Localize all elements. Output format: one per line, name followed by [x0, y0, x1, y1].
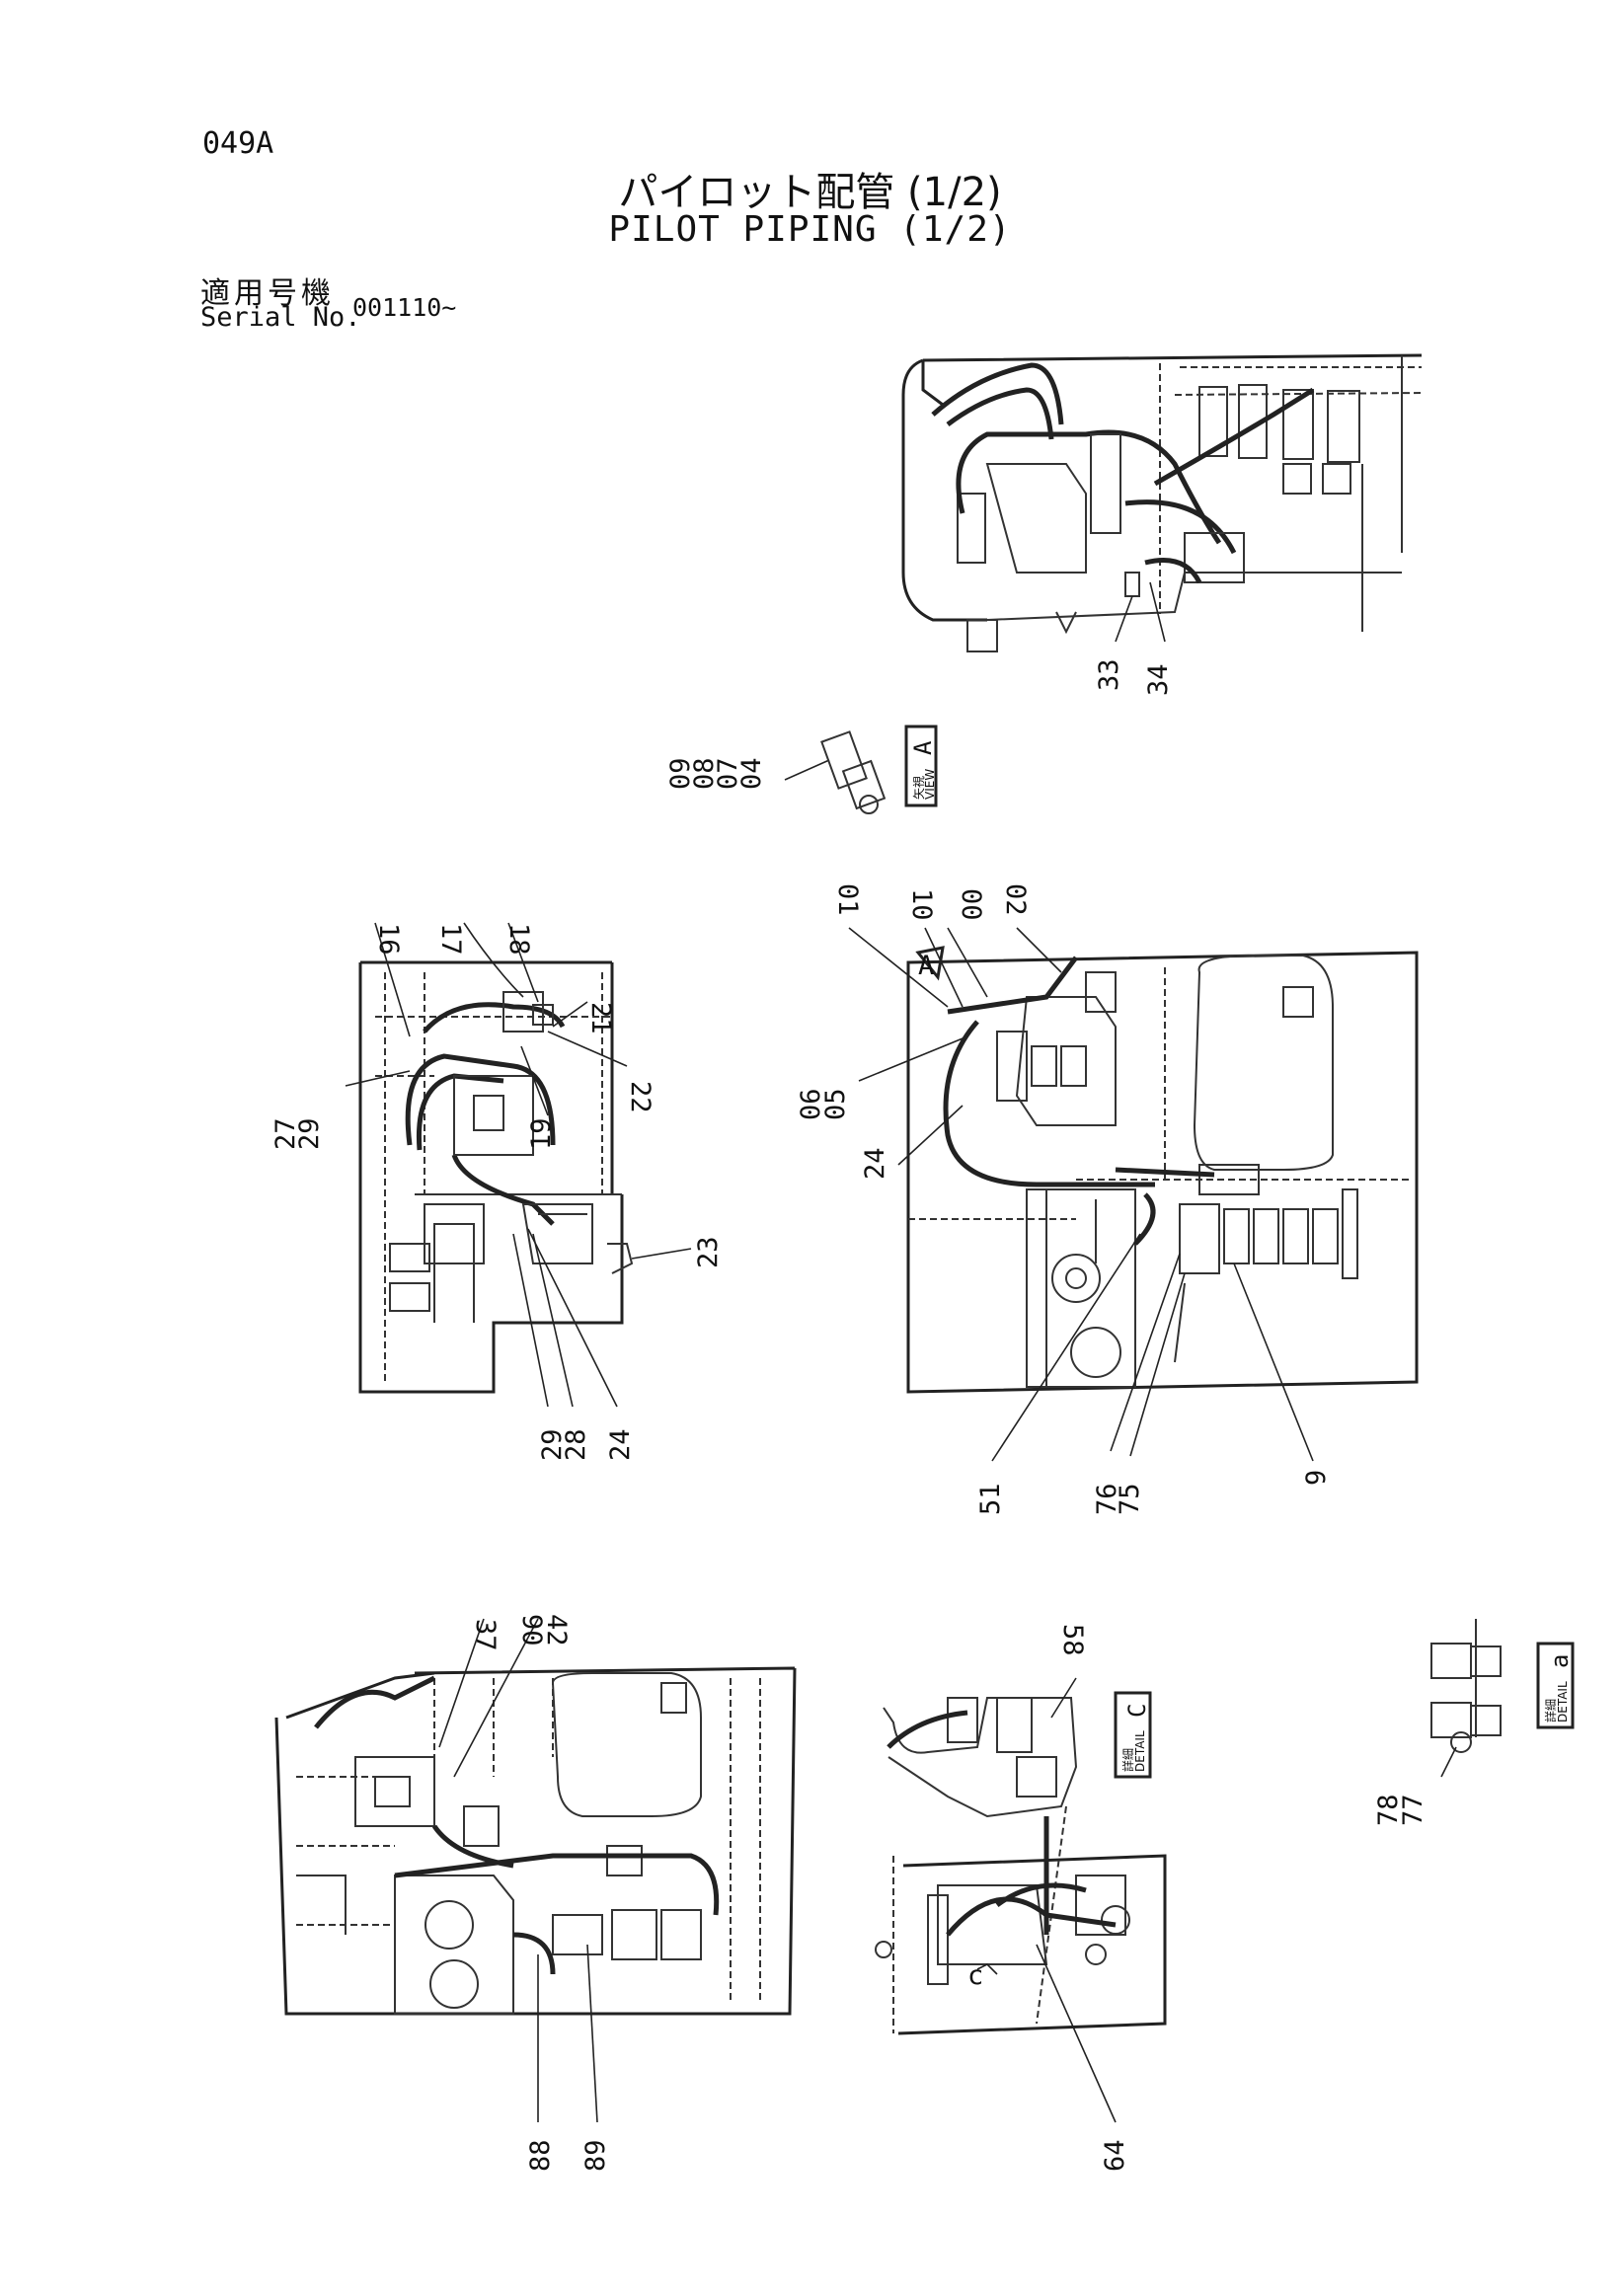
- serial-number-range: 001110~: [352, 293, 457, 322]
- label-90: 90: [516, 1614, 547, 1646]
- serial-label-japanese: 適用号機: [200, 276, 335, 311]
- label-37: 37: [470, 1619, 501, 1651]
- label-06: 06: [796, 1088, 826, 1120]
- label-34: 34: [1143, 663, 1174, 696]
- label-51: 51: [975, 1483, 1006, 1515]
- view-bottom-middle: 58 詳細 DETAIL C c 64: [875, 1624, 1167, 2172]
- label-58: 58: [1057, 1624, 1088, 1656]
- label-33: 33: [1094, 658, 1124, 691]
- label-89: 89: [580, 2139, 611, 2172]
- label-27: 27: [270, 1117, 301, 1150]
- label-29-b: 29: [537, 1428, 568, 1461]
- detail-c-tag-letter: C: [1123, 1704, 1151, 1718]
- label-c: c: [967, 1960, 983, 1991]
- page-code: 049A: [202, 126, 274, 161]
- label-07: 07: [713, 757, 743, 790]
- detail-a-tag-jp: 詳細: [1543, 1699, 1558, 1722]
- label-02: 02: [1000, 883, 1031, 916]
- label-22: 22: [625, 1081, 656, 1113]
- label-64: 64: [1100, 2139, 1130, 2172]
- label-01: 01: [832, 883, 863, 916]
- label-17: 17: [435, 923, 466, 956]
- view-a-tag-en: VIEW: [923, 769, 937, 800]
- label-9: 9: [1301, 1470, 1332, 1486]
- label-77: 77: [1398, 1794, 1428, 1826]
- detail-a-tag-letter: a: [1546, 1654, 1574, 1668]
- page-title-english: PILOT PIPING (1/2): [608, 209, 1012, 250]
- label-21: 21: [585, 1002, 616, 1034]
- label-19: 19: [526, 1117, 557, 1150]
- detail-c-tag-jp: 詳細: [1120, 1748, 1135, 1772]
- detail-c-tag-en: DETAIL: [1133, 1730, 1147, 1772]
- label-78: 78: [1373, 1794, 1404, 1826]
- view-a-arrow-letter: A: [918, 951, 934, 981]
- label-04: 04: [736, 757, 767, 790]
- label-75: 75: [1115, 1483, 1145, 1515]
- detail-a: 78 77 詳細 DETAIL a: [1373, 1619, 1575, 1826]
- label-10: 10: [906, 888, 937, 921]
- page-title-japanese: パイロット配管 (1/2): [618, 170, 1002, 215]
- label-16: 16: [373, 923, 404, 956]
- label-88: 88: [525, 2139, 556, 2172]
- label-29-a: 29: [294, 1117, 325, 1150]
- label-42: 42: [541, 1614, 572, 1646]
- serial-label-english: Serial No.: [200, 302, 361, 333]
- label-08: 08: [689, 757, 720, 790]
- view-a-tag-jp: 矢視: [911, 776, 926, 800]
- label-23: 23: [693, 1236, 724, 1268]
- label-05: 05: [820, 1088, 851, 1120]
- label-76: 76: [1092, 1483, 1122, 1515]
- label-28: 28: [561, 1428, 591, 1461]
- view-middle-left: 16 17 18 21 22 19 27 29 23 29 28 24: [270, 922, 724, 1461]
- view-upper-right: 33 34: [901, 353, 1423, 696]
- label-24-b: 24: [860, 1147, 890, 1180]
- detail-a-tag: [1536, 1642, 1575, 1729]
- label-00: 00: [956, 888, 986, 921]
- view-bottom-left: 37 90 42 88 89: [274, 1614, 797, 2172]
- view-a-tag-letter: A: [909, 740, 937, 755]
- label-24-a: 24: [605, 1428, 636, 1461]
- label-09: 09: [665, 757, 696, 790]
- detail-a-tag-en: DETAIL: [1556, 1681, 1570, 1722]
- view-a-detail: 09 08 07 04 矢視 VIEW A: [665, 725, 938, 814]
- detail-c-tag: [1114, 1691, 1152, 1779]
- view-a-tag: [904, 725, 938, 807]
- view-middle-right: A 01 10 00 02 06 05 24 51 76 75 9: [796, 883, 1419, 1515]
- label-18: 18: [503, 923, 534, 956]
